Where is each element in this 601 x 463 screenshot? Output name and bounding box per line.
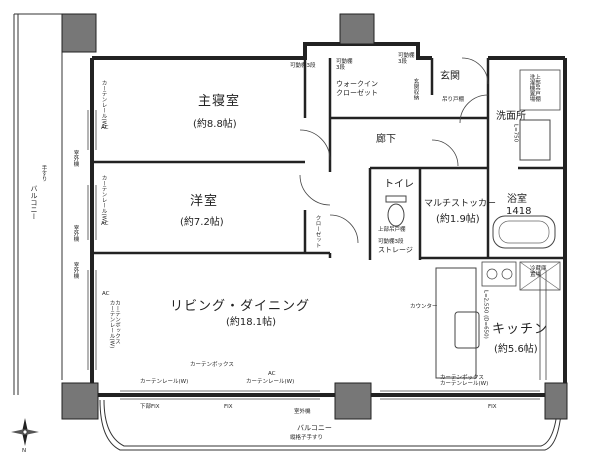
ac-label-1: AC <box>101 125 109 131</box>
exterior-walls <box>90 42 567 397</box>
fridge-label: 冷蔵庫 置場 <box>530 266 547 278</box>
curtain-rail-bottom-label-3: カーテンボックス カーテンレール(W) <box>440 375 489 387</box>
ac-label-2: AC <box>101 221 109 227</box>
washroom-name: 洗面所 <box>496 111 526 122</box>
kitchen-sink <box>454 311 480 349</box>
outdoor-unit-bottom-label: 室外機 <box>294 409 311 415</box>
living-dining-name: リビング・ダイニング <box>170 299 311 314</box>
balcony-left-area <box>13 13 63 395</box>
fix-label-3: FIX <box>488 404 497 410</box>
curtain-box-bottom-label: カーテンボックス <box>190 362 234 368</box>
kitchen-area: (約5.6帖) <box>494 344 538 355</box>
structural-columns <box>61 13 568 420</box>
compass-north-label: N <box>22 448 27 454</box>
door-swings <box>299 57 489 244</box>
stove <box>481 261 517 287</box>
bathroom-name: 浴室 <box>507 194 527 205</box>
balcony-left-name: バルコニー <box>30 185 38 220</box>
storage-name: ストレージ <box>378 246 413 254</box>
bathroom-size: 1418 <box>506 206 532 217</box>
toilet-bowl <box>387 203 405 227</box>
wash-dims-label: L=750 <box>512 124 519 143</box>
multi-stocker-area: (約1.9帖) <box>436 214 480 225</box>
movable-shelf-label-4: 可動棚3段 <box>378 239 404 245</box>
movable-shelf-label-3: 可動棚 3段 <box>398 53 415 65</box>
walk-in-closet-name: ウォークイン クローゼット <box>336 80 378 98</box>
handrail-label: 手すり <box>40 165 47 182</box>
toilet-tank <box>385 195 407 203</box>
compass-rose <box>11 418 39 446</box>
master-bedroom-name: 主寝室 <box>198 94 241 109</box>
fridge-cross-2 <box>519 261 561 291</box>
window-sashes <box>87 110 547 400</box>
outdoor-unit-label-3: 室外機 <box>72 262 79 279</box>
balcony-handrail-label: 縦格子手すり <box>290 435 324 441</box>
fix-label-2: FIX <box>224 404 233 410</box>
ac-bottom-label: AC <box>268 371 276 377</box>
curtain-rail-bottom-label-2: カーテンレール(W) <box>246 379 295 385</box>
kitchen-dims-label: L=2,550 (D=650) <box>482 290 489 339</box>
fix-label-1: 下部FIX <box>140 404 160 410</box>
hallway-name: 廊下 <box>376 134 396 145</box>
fridge-space <box>519 261 561 291</box>
curtain-rail-bottom-label-1: カーテンレール(W) <box>140 379 189 385</box>
curtain-rail-label-1: カーテンレール(W) <box>100 80 107 129</box>
curtain-box-ld-label: カーテンボックス カーテンレール(W) <box>108 300 121 349</box>
movable-shelf-label-2: 可動棚 3段 <box>336 59 353 71</box>
ac-label-3: AC <box>102 291 110 297</box>
burner-1 <box>486 268 498 280</box>
hanger-pipe-label: 吊り戸棚 <box>442 97 465 103</box>
western-room-area: (約7.2帖) <box>180 217 224 228</box>
living-dining-area: (約18.1帖) <box>226 317 277 328</box>
washbasin <box>519 119 551 161</box>
closet-name: クローゼット <box>314 215 321 248</box>
bathtub <box>492 215 556 249</box>
counter-label: カウンター <box>410 304 438 310</box>
washing-machine <box>519 69 561 111</box>
multi-stocker-name: マルチストッカー <box>424 199 497 209</box>
shoe-box-label: 玄関収納 <box>412 78 419 100</box>
upper-cabinet-toilet-label: 上部吊戸棚 <box>378 227 406 233</box>
outdoor-unit-label-2: 室外機 <box>72 225 79 242</box>
balcony-bottom-name: バルコニー <box>297 424 332 432</box>
toilet-name: トイレ <box>384 179 414 190</box>
outdoor-unit-label-1: 室外機 <box>72 150 79 167</box>
movable-shelf-label-1: 可動棚3段 <box>290 63 316 69</box>
interior-walls <box>92 58 565 260</box>
balcony-bottom-area <box>99 399 563 451</box>
master-bedroom-area: (約8.8帖) <box>193 119 237 130</box>
western-room-name: 洋室 <box>190 194 219 209</box>
burner-2 <box>501 268 513 280</box>
kitchen-counter <box>435 267 477 379</box>
washer-area-label: 上部吊戸棚 洗濯機置場 <box>528 74 541 102</box>
curtain-rail-label-2: カーテンレール(W) <box>100 175 107 224</box>
entrance-name: 玄関 <box>440 71 460 82</box>
bathtub-inner <box>498 220 550 244</box>
kitchen-name: キッチン <box>492 322 549 337</box>
